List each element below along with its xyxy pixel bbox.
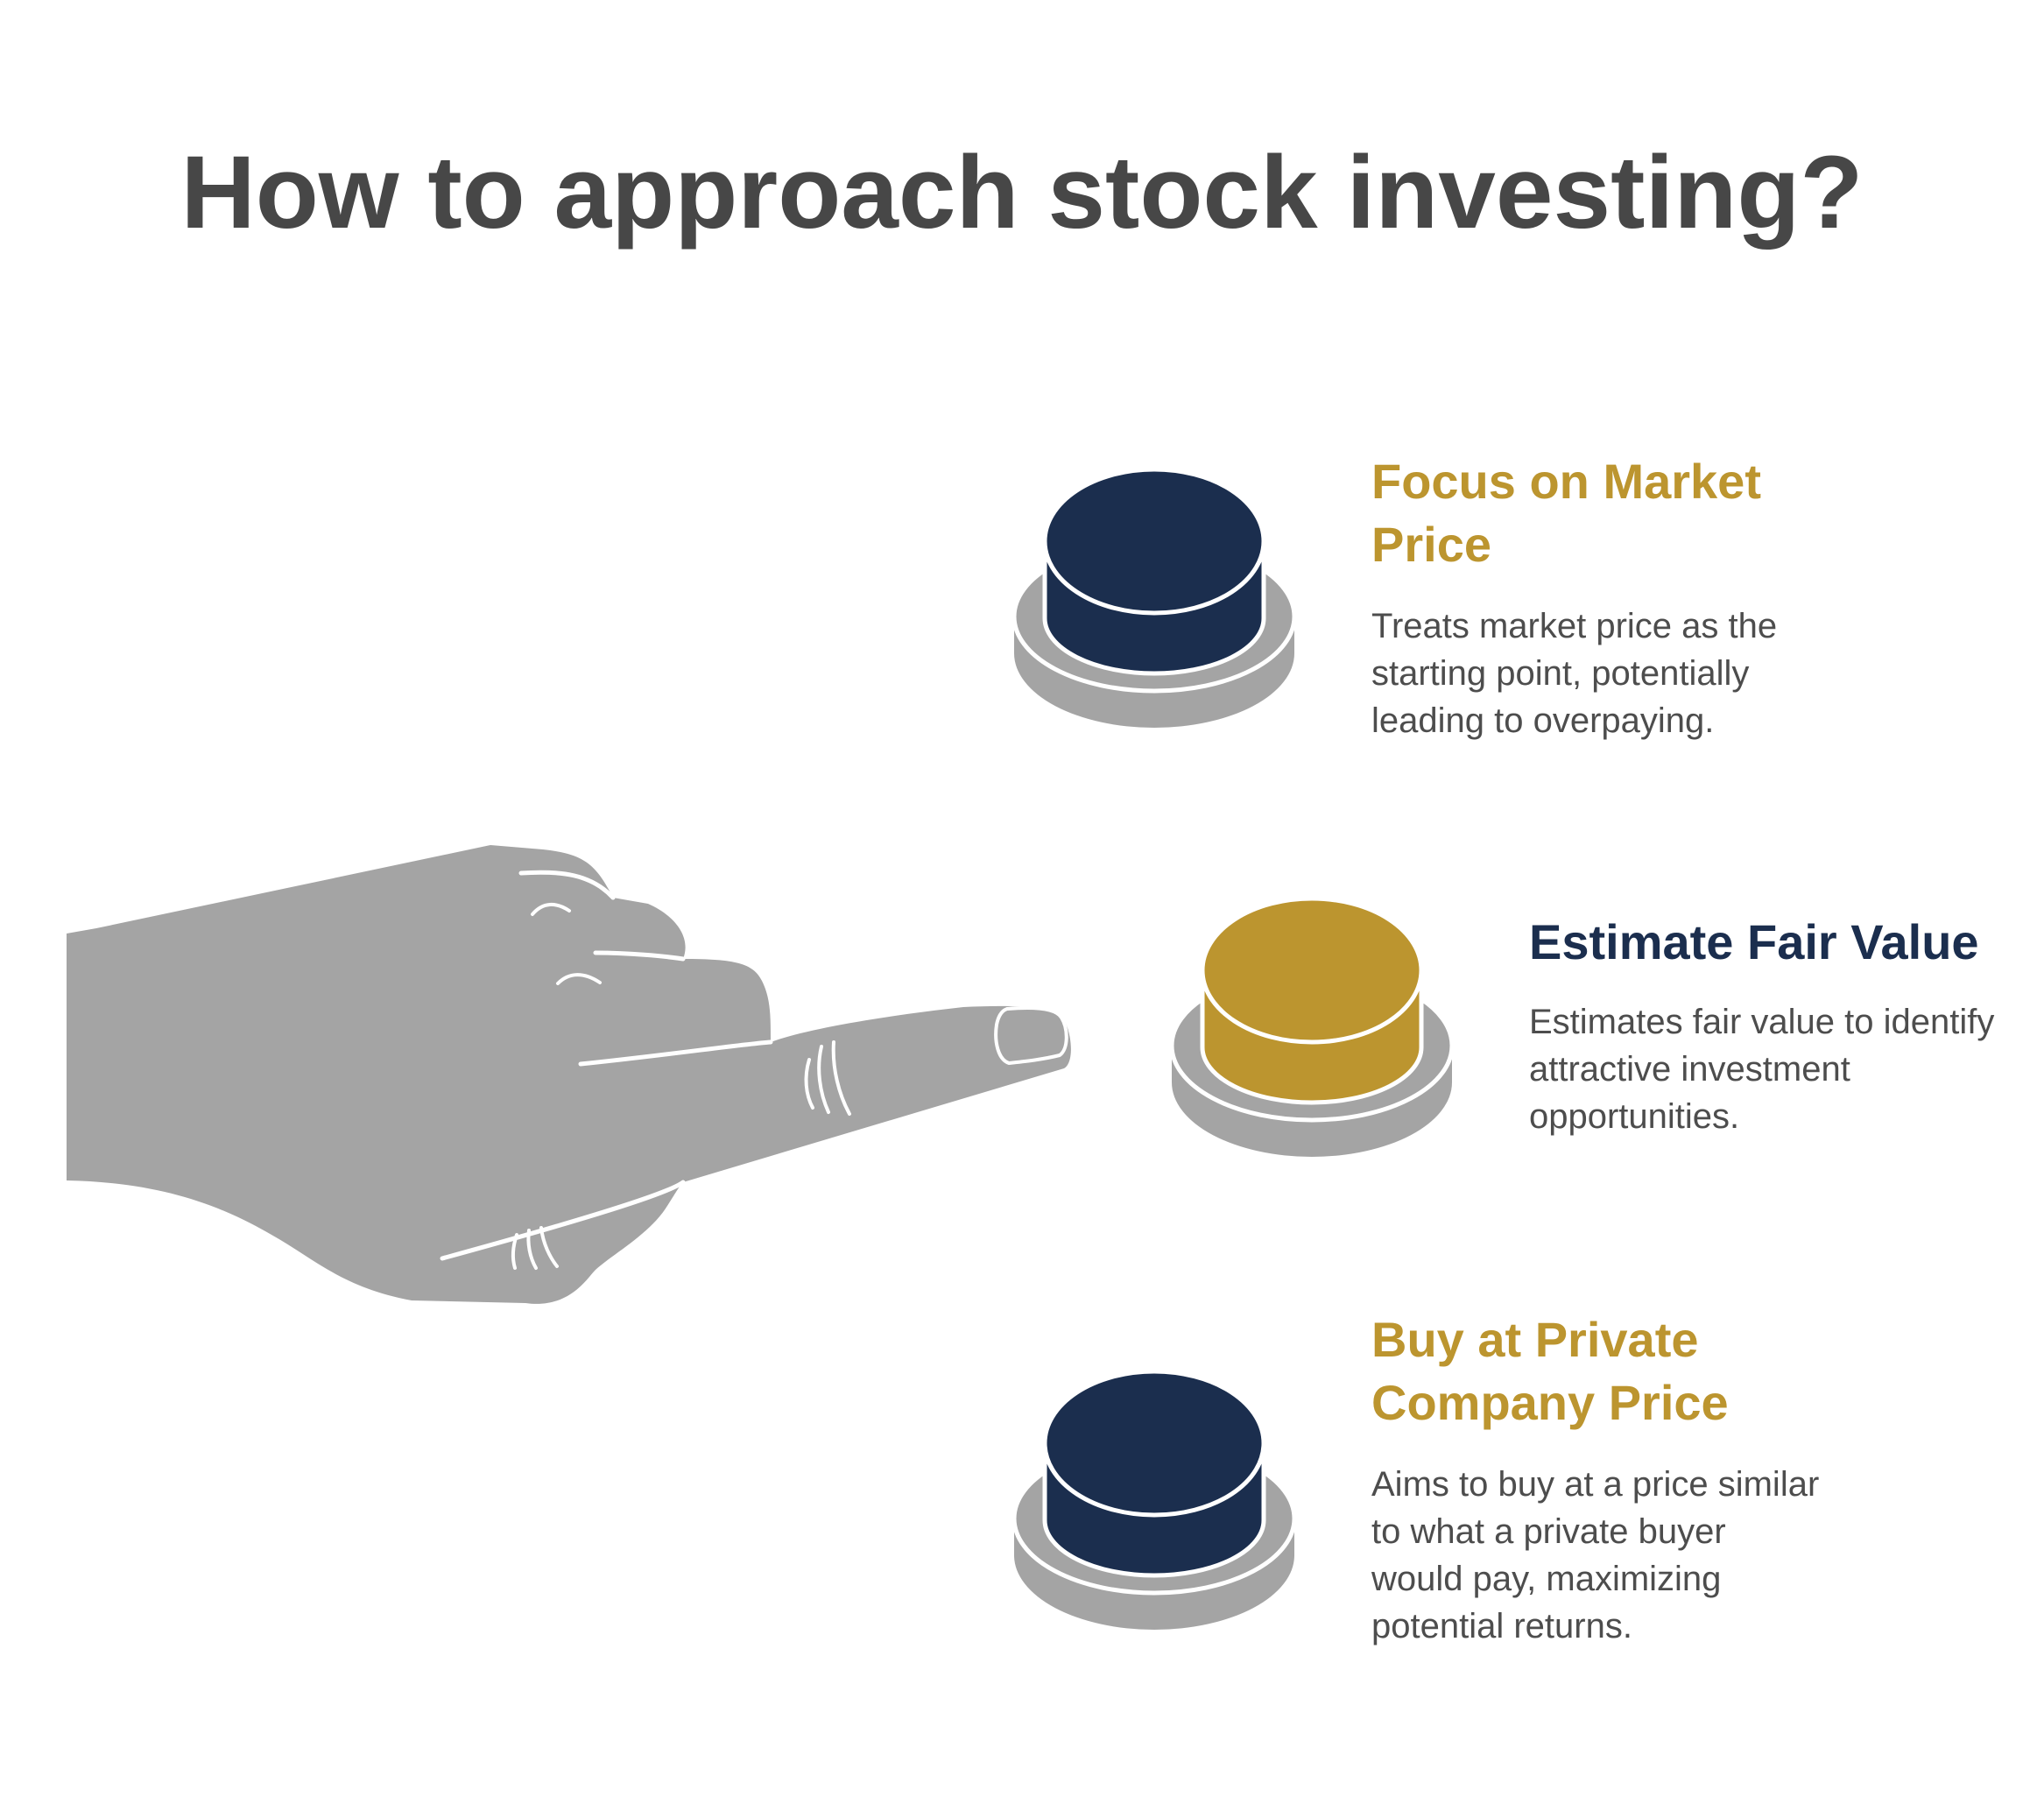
- option-3-description: Aims to buy at a price similar to what a…: [1371, 1465, 1820, 1645]
- knuckle-mark-1: [531, 903, 571, 916]
- option-1: Focus on Market Price Treats market pric…: [1371, 450, 1914, 744]
- option-2-heading: Estimate Fair Value: [1529, 914, 1979, 969]
- option-button-2[interactable]: [1169, 896, 1455, 1157]
- crease-5: [526, 1229, 538, 1270]
- option-2-description: Estimates fair value to identify attract…: [1529, 1003, 1995, 1136]
- finger-line-index: [578, 1039, 773, 1067]
- fingernail: [994, 1006, 1068, 1065]
- option-3-heading: Buy at Private Company Price: [1371, 1312, 1729, 1430]
- knuckle-mark-2: [556, 973, 602, 985]
- finger-line-ring: [593, 950, 686, 962]
- option-1-description: Treats market price as the starting poin…: [1371, 607, 1778, 740]
- crease-1: [804, 1058, 814, 1110]
- option-1-heading: Focus on Market Price: [1371, 454, 1761, 572]
- crease-2: [817, 1045, 830, 1114]
- crease-4: [511, 1233, 518, 1270]
- hand-shape: [67, 845, 1071, 1304]
- pointing-hand-icon: [67, 845, 1071, 1304]
- crease-6: [539, 1226, 559, 1268]
- option-3: Buy at Private Company Price Aims to buy…: [1371, 1308, 1914, 1650]
- page-title: How to approach stock investing?: [180, 135, 1864, 250]
- option-2: Estimate Fair Value Estimates fair value…: [1529, 911, 2019, 1140]
- finger-line-pinky: [518, 870, 616, 900]
- finger-line-thumb: [440, 1180, 686, 1261]
- option-button-1[interactable]: [1011, 467, 1297, 728]
- crease-3: [831, 1040, 851, 1116]
- option-button-3[interactable]: [1011, 1369, 1297, 1630]
